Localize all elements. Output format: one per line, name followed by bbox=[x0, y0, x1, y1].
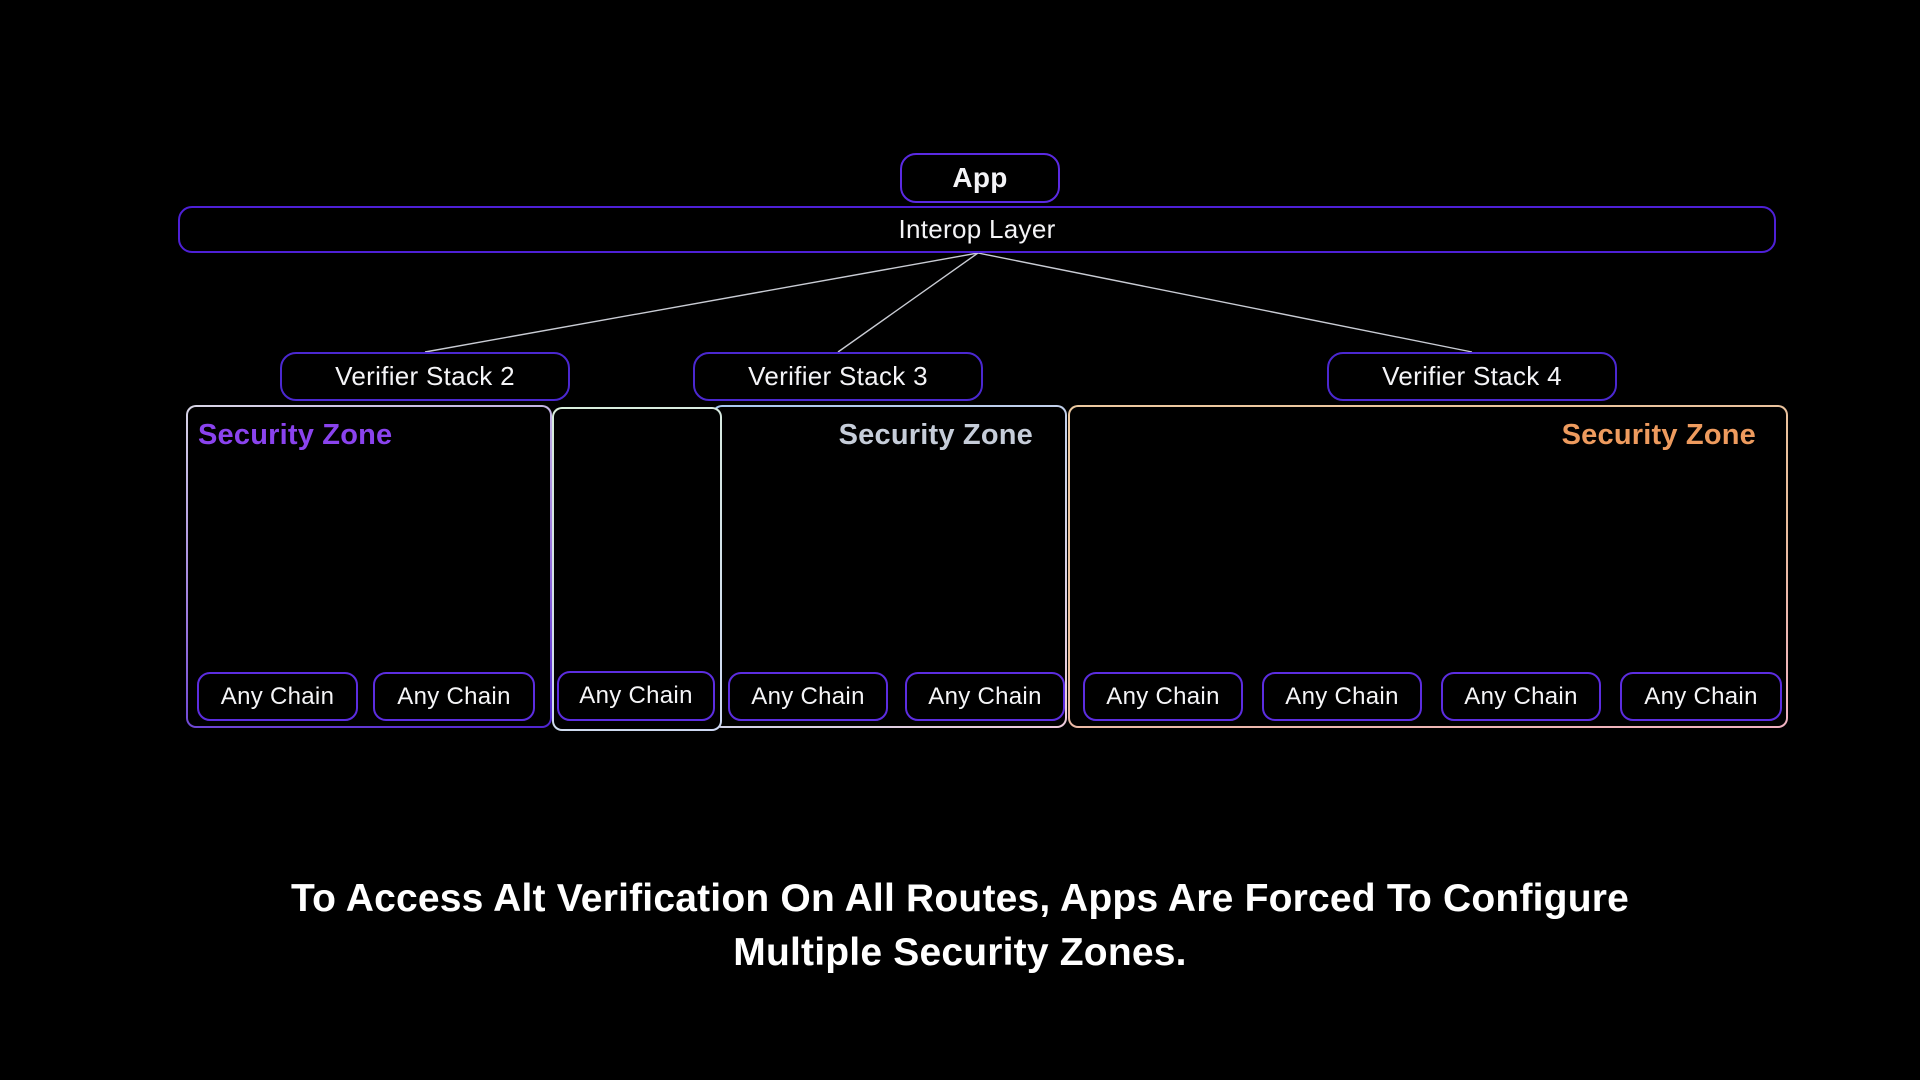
security-zone-orange-label: Security Zone bbox=[1561, 419, 1756, 451]
verifier-stack-2-node: Verifier Stack 2 bbox=[280, 352, 570, 401]
interop-layer-node: Interop Layer bbox=[178, 206, 1776, 253]
any-chain-node: Any Chain bbox=[1620, 672, 1782, 721]
connector-line-interop-to-stack4 bbox=[977, 252, 1473, 353]
app-node: App bbox=[900, 153, 1060, 203]
any-chain-node: Any Chain bbox=[1262, 672, 1422, 721]
any-chain-node: Any Chain bbox=[1441, 672, 1601, 721]
security-zone-orange: Security Zone Any Chain Any Chain Any Ch… bbox=[1068, 405, 1788, 728]
connector-line-interop-to-stack2 bbox=[424, 252, 979, 353]
any-chain-node: Any Chain bbox=[197, 672, 358, 721]
any-chain-node: Any Chain bbox=[1083, 672, 1243, 721]
any-chain-node: Any Chain bbox=[905, 672, 1065, 721]
any-chain-node: Any Chain bbox=[373, 672, 535, 721]
any-chain-node: Any Chain bbox=[557, 671, 715, 721]
security-zone-silver-label: Security Zone bbox=[838, 419, 1033, 451]
security-zone-purple-label: Security Zone bbox=[198, 419, 393, 451]
verifier-stack-4-node: Verifier Stack 4 bbox=[1327, 352, 1617, 401]
caption-line-2: Multiple Security Zones. bbox=[733, 931, 1187, 974]
caption: To Access Alt Verification On All Routes… bbox=[0, 872, 1920, 980]
connector-line-interop-to-stack3 bbox=[837, 252, 979, 353]
any-chain-node: Any Chain bbox=[728, 672, 888, 721]
security-zone-overlap-box: Any Chain bbox=[552, 407, 722, 731]
security-zone-silver: Security Zone Any Chain Any Chain bbox=[712, 405, 1067, 728]
caption-line-1: To Access Alt Verification On All Routes… bbox=[290, 877, 1629, 920]
verifier-stack-3-node: Verifier Stack 3 bbox=[693, 352, 983, 401]
security-zone-purple: Security Zone Any Chain Any Chain bbox=[186, 405, 552, 728]
